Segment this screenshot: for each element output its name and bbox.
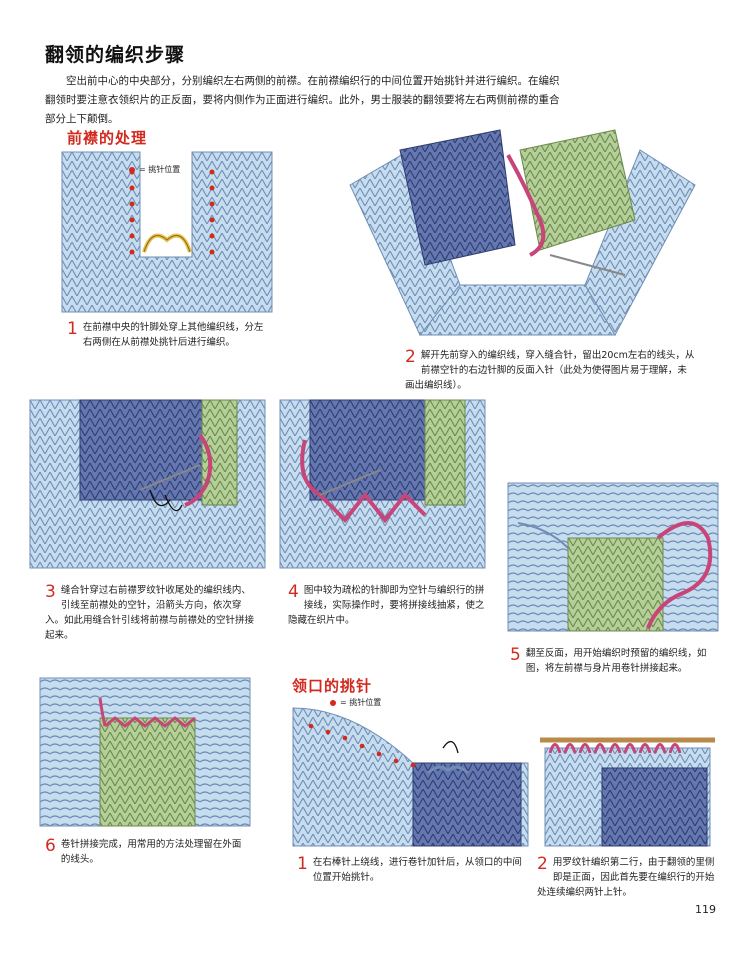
step-number: 5 bbox=[510, 645, 521, 665]
section-title-front-placket: 前襟的处理 bbox=[67, 129, 148, 147]
figure-step-5 bbox=[507, 482, 719, 632]
step-number: 3 bbox=[45, 582, 56, 602]
step-text: 解开先前穿入的编织线，穿入缝合针，留出20cm左右的线头，从前襟空针的右边针脚的… bbox=[405, 350, 695, 391]
page-number: 119 bbox=[695, 903, 716, 916]
legend-pickup-position-2: = 挑针位置 bbox=[330, 697, 381, 708]
step-number: 2 bbox=[537, 854, 548, 874]
figure-step-4 bbox=[279, 399, 486, 569]
step-text: 卷针拼接完成，用常用的方法处理留在外面的线头。 bbox=[60, 839, 242, 865]
red-dot-icon bbox=[129, 166, 135, 173]
page-title: 翻领的编织步骤 bbox=[45, 44, 186, 66]
step-text: 在前襟中央的针脚处穿上其他编织线，分左右两侧在从前襟处挑针后进行编织。 bbox=[82, 322, 264, 348]
step-number: 1 bbox=[67, 319, 78, 339]
step-text: 用罗纹针编织第二行，由于翻领的里侧即是正面，因此首先要在编织行的开始处连续编织两… bbox=[537, 857, 715, 898]
step-number: 4 bbox=[288, 582, 299, 602]
figure-step-2 bbox=[349, 129, 696, 337]
figure-collar-step-2 bbox=[540, 737, 715, 847]
step-text: 在右棒针上绕线，进行卷针加针后，从领口的中间位置开始挑针。 bbox=[312, 857, 522, 883]
legend-pickup-position: = 挑针位置 bbox=[129, 164, 180, 175]
figure-step-3 bbox=[29, 399, 266, 569]
figure-step-6 bbox=[39, 677, 251, 827]
section-title-collar-pickup: 领口的挑针 bbox=[292, 677, 373, 695]
step-text: 图中较为疏松的针脚即为空针与编织行的拼接线，实际操作时，要将拼接线抽紧，使之隐藏… bbox=[288, 585, 485, 626]
step-number: 1 bbox=[297, 854, 308, 874]
step-number: 6 bbox=[45, 836, 56, 856]
figure-step-1 bbox=[61, 151, 273, 313]
red-dot-icon bbox=[330, 699, 336, 706]
legend-label: = 挑针位置 bbox=[340, 698, 382, 707]
legend-label: = 挑针位置 bbox=[139, 165, 181, 174]
step-text: 缝合针穿过右前襟罗纹针收尾处的编织线内、引线至前襟处的空针，沿箭头方向，依次穿入… bbox=[45, 585, 255, 641]
step-number: 2 bbox=[405, 347, 416, 367]
step-text: 翻至反面，用开始编织时预留的编织线，如图，将左前襟与身片用卷针拼接起来。 bbox=[525, 648, 707, 674]
intro-paragraph: 空出前中心的中央部分，分别编织左右两侧的前襟。在前襟编织行的中间位置开始挑针并进… bbox=[45, 75, 560, 125]
figure-collar-step-1 bbox=[292, 707, 529, 847]
